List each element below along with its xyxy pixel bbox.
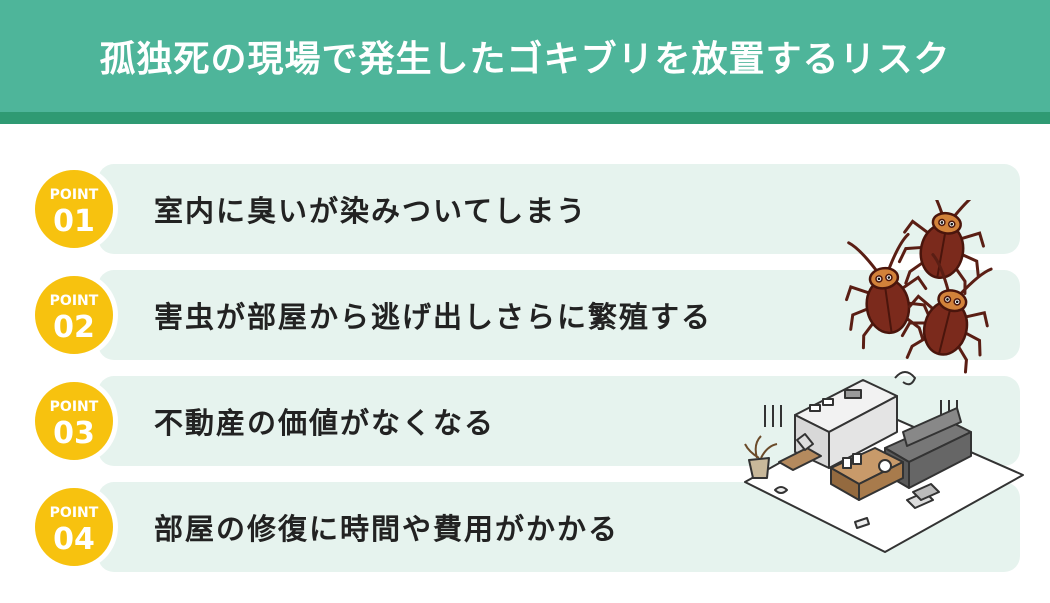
point-badge-label: POINT [49, 505, 99, 521]
point-row-1: 室内に臭いが染みついてしまう [98, 164, 1020, 254]
point-text-1: 室内に臭いが染みついてしまう [154, 194, 588, 228]
title-banner [0, 0, 1050, 112]
point-badge-number: 04 [53, 522, 95, 557]
cockroach-icon [837, 200, 1003, 376]
title-banner-stripe [0, 112, 1050, 124]
point-badge-label: POINT [49, 187, 99, 203]
point-badge-number: 03 [53, 416, 95, 451]
room-icon [744, 371, 1024, 553]
point-badge-number: 02 [53, 310, 95, 345]
point-badge-1: POINT 01 [30, 165, 118, 253]
point-badge-number: 01 [53, 204, 95, 239]
point-badge-4: POINT 04 [30, 483, 118, 571]
page-title: 孤独死の現場で発生したゴキブリを放置するリスク [99, 39, 951, 80]
point-text-2: 害虫が部屋から逃げ出しさらに繁殖する [154, 300, 713, 334]
illustration [744, 200, 1024, 553]
point-badge-2: POINT 02 [30, 271, 118, 359]
point-text-4: 部屋の修復に時間や費用がかかる [154, 512, 620, 546]
point-badge-3: POINT 03 [30, 377, 118, 465]
point-text-3: 不動産の価値がなくなる [154, 406, 496, 440]
point-row-2: 害虫が部屋から逃げ出しさらに繁殖する [98, 270, 1020, 360]
point-badge-label: POINT [49, 293, 99, 309]
point-badge-label: POINT [49, 399, 99, 415]
